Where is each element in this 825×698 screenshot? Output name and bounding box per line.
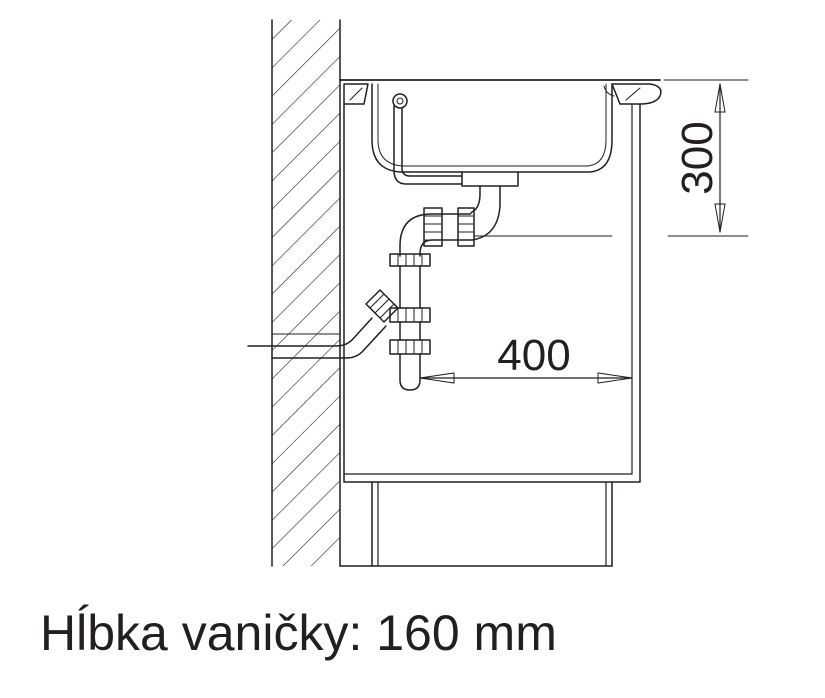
- basin-depth-caption: Hĺbka vaničky: 160 mm: [40, 605, 557, 661]
- width-dimension-label: 400: [497, 331, 570, 380]
- width-dimension: 400: [419, 331, 633, 384]
- height-dimension: 300: [663, 79, 749, 237]
- cabinet: [339, 103, 641, 567]
- sink-bowl: [371, 83, 615, 187]
- arrow-left-icon: [419, 372, 455, 384]
- siphon: [247, 185, 613, 391]
- arrow-right-icon: [597, 372, 633, 384]
- wall: [271, 19, 341, 567]
- height-dimension-label: 300: [673, 121, 722, 194]
- sink-rim: [339, 79, 662, 105]
- arrow-down-icon: [714, 203, 726, 233]
- arrow-up-icon: [714, 83, 726, 113]
